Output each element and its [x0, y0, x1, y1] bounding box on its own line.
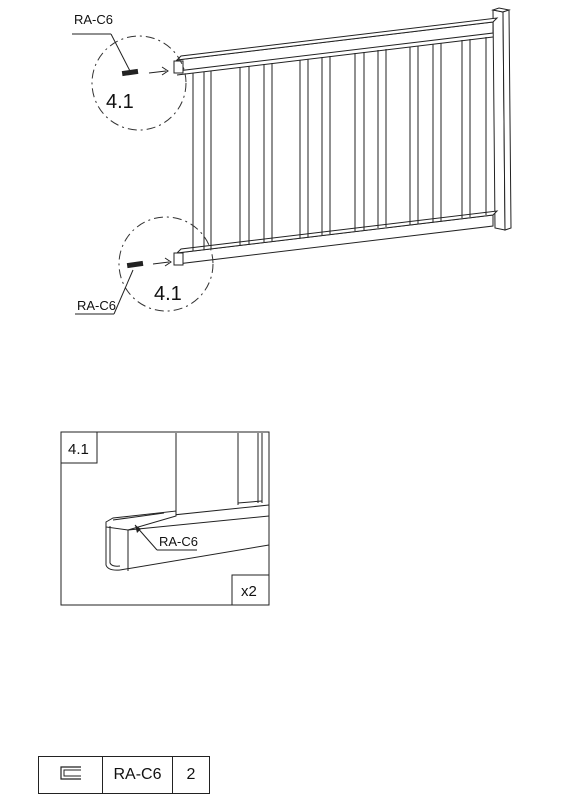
assembly-diagram: RA-C6 4.1 RA-C6 4.1	[60, 7, 512, 606]
pickets	[192, 37, 487, 251]
parts-list-row: RA-C6 2	[38, 756, 210, 794]
rail-cap-part-bottom	[126, 260, 144, 269]
quantity-box	[231, 574, 270, 606]
parts-icon-cell	[38, 756, 103, 794]
callout-bottom-part-label: RA-C6	[77, 298, 116, 313]
parts-list-table: RA-C6 2	[38, 756, 210, 794]
parts-code-cell: RA-C6	[102, 756, 173, 794]
detail-step: 4.1	[68, 441, 89, 458]
rail-cap-part-top	[121, 68, 139, 77]
callout-top: RA-C6 4.1	[72, 12, 187, 131]
detail-part-label: RA-C6	[159, 534, 198, 549]
fence-panel	[173, 7, 512, 266]
callout-top-step: 4.1	[106, 91, 134, 113]
arrow-right-icon	[164, 257, 172, 267]
callout-bottom: RA-C6 4.1	[75, 216, 214, 315]
rail-cap-icon	[59, 765, 81, 780]
detail-view: RA-C6 4.1 x2	[60, 431, 270, 606]
callout-top-part-label: RA-C6	[74, 12, 113, 27]
step-box	[60, 431, 98, 464]
callout-bottom-step: 4.1	[154, 283, 182, 305]
parts-count-cell: 2	[172, 756, 210, 794]
detail-quantity: x2	[241, 583, 257, 600]
arrow-right-icon	[161, 66, 169, 76]
